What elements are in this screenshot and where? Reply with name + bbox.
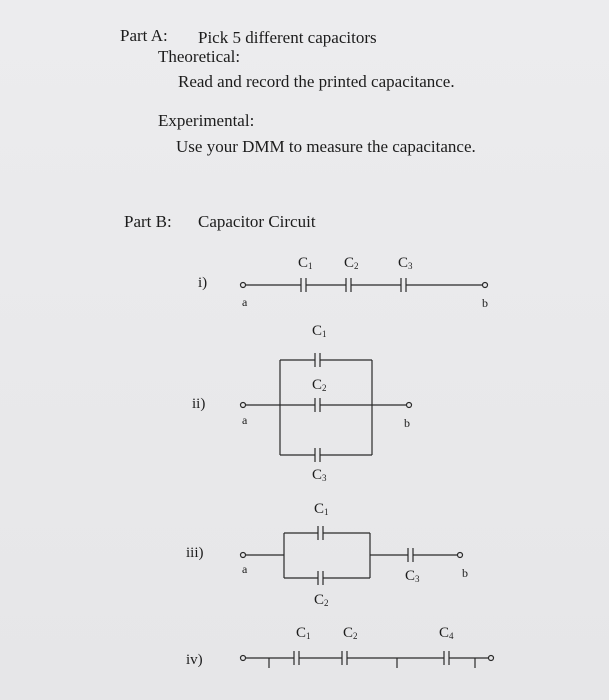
circuit-iii-wiring bbox=[239, 526, 464, 585]
circuit-iv-c4-label: C4 bbox=[439, 625, 454, 641]
circuit-ii-c3-label: C3 bbox=[312, 467, 327, 483]
circuit-iv-c1-label: C1 bbox=[296, 625, 311, 641]
part-a-heading: Part A: bbox=[120, 26, 168, 45]
circuit-iv-label: iv) bbox=[186, 652, 203, 668]
experimental-text: Use your DMM to measure the capacitance. bbox=[176, 137, 476, 156]
theoretical-text: Read and record the printed capacitance. bbox=[178, 72, 455, 91]
theoretical-title: Theoretical: bbox=[158, 47, 241, 66]
circuit-i-node-a: a bbox=[242, 295, 248, 309]
circuit-iv-c2-label: C2 bbox=[343, 625, 358, 641]
circuit-i-label: i) bbox=[198, 275, 208, 291]
circuit-iii-node-a: a bbox=[242, 562, 248, 576]
circuit-iii-c3-label: C3 bbox=[405, 568, 420, 584]
circuit-iii-c2-label: C2 bbox=[314, 592, 329, 608]
part-b-title: Capacitor Circuit bbox=[198, 212, 316, 231]
circuit-ii-label: ii) bbox=[192, 396, 206, 412]
circuit-ii-wiring bbox=[239, 353, 413, 462]
circuit-iii-label: iii) bbox=[186, 545, 204, 561]
part-a-instruction: Pick 5 different capacitors bbox=[198, 28, 377, 47]
circuit-ii-node-b: b bbox=[404, 416, 410, 430]
circuit-i-c1-label: C1 bbox=[298, 255, 313, 271]
circuit-ii-c1-label: C1 bbox=[312, 323, 327, 339]
circuit-iv-wiring bbox=[239, 651, 495, 668]
part-b-heading: Part B: bbox=[124, 212, 172, 231]
circuit-iii-node-b: b bbox=[462, 566, 468, 580]
circuit-i-c2-label: C2 bbox=[344, 255, 359, 271]
experimental-title: Experimental: bbox=[158, 111, 255, 130]
circuit-iii-c1-label: C1 bbox=[314, 501, 329, 517]
circuit-ii-node-a: a bbox=[242, 413, 248, 427]
circuit-i-node-b: b bbox=[482, 296, 488, 310]
circuit-ii-c2-label: C2 bbox=[312, 377, 327, 393]
circuit-i-c3-label: C3 bbox=[398, 255, 413, 271]
circuit-i-wiring bbox=[239, 278, 489, 292]
